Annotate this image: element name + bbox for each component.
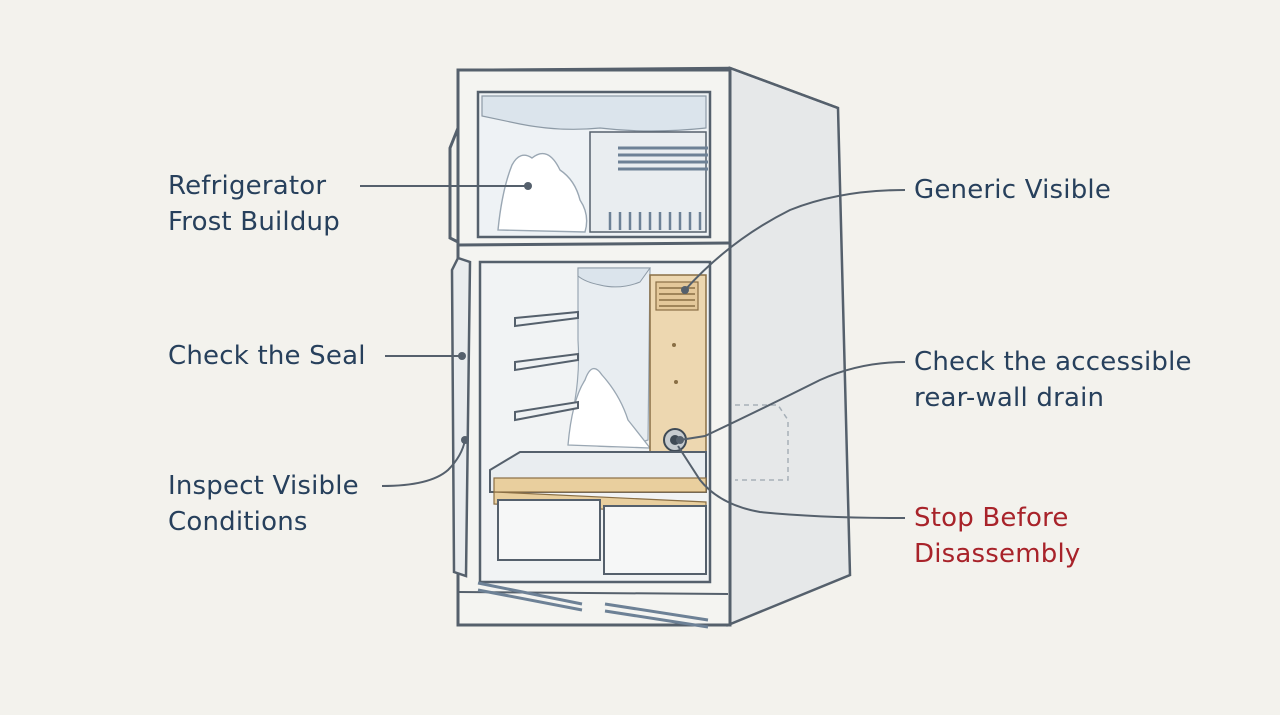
callout-check-seal: Check the Seal bbox=[168, 338, 366, 374]
callout-frost-line-1: Refrigerator bbox=[168, 171, 327, 201]
callout-generic-line-1: Generic Visible bbox=[914, 175, 1112, 205]
leader-dot-generic bbox=[681, 286, 689, 294]
base-line bbox=[457, 591, 729, 595]
rear-drain-hose-outline bbox=[735, 404, 789, 481]
freezer-upper-vent bbox=[618, 146, 708, 171]
leader-generic bbox=[684, 189, 906, 291]
cabinet-side bbox=[726, 66, 852, 627]
callout-frost-line-2: Frost Buildup bbox=[168, 207, 340, 237]
callout-stop-line-1: Stop Before bbox=[914, 503, 1069, 533]
cabinet-top bbox=[457, 66, 839, 110]
freezer-frost-buildup bbox=[497, 152, 588, 233]
callout-stop-before-disassembly: Stop Before Disassembly bbox=[914, 500, 1080, 572]
callout-seal-line-1: Check the Seal bbox=[168, 341, 366, 371]
leader-dot-frost bbox=[524, 182, 532, 190]
fresh-door-edge bbox=[450, 256, 472, 578]
callout-inspect-line-2: Conditions bbox=[168, 507, 308, 537]
panel-screw-1 bbox=[672, 343, 676, 347]
freezer-frost-ceiling bbox=[481, 95, 707, 132]
bottom-grille bbox=[477, 581, 709, 629]
callout-drain-line-1: Check the accessible bbox=[914, 347, 1192, 377]
leader-drain bbox=[679, 361, 906, 441]
callout-inspect-conditions: Inspect Visible Conditions bbox=[168, 468, 359, 540]
leader-inspect bbox=[381, 439, 466, 487]
panel-screw-2 bbox=[674, 380, 678, 384]
leader-dot-drain bbox=[676, 436, 684, 444]
compartment-divider bbox=[457, 241, 731, 247]
callout-frost-buildup: Refrigerator Frost Buildup bbox=[168, 168, 340, 240]
callout-stop-line-2: Disassembly bbox=[914, 539, 1081, 569]
shelf-rails bbox=[514, 310, 579, 422]
frost-mound bbox=[567, 368, 652, 449]
callout-inspect-line-1: Inspect Visible bbox=[168, 471, 359, 501]
frost-drip bbox=[577, 267, 651, 288]
shelf-front-accent bbox=[493, 477, 707, 493]
callout-drain-line-2: rear-wall drain bbox=[914, 383, 1105, 413]
callout-rear-wall-drain: Check the accessible rear-wall drain bbox=[914, 344, 1192, 416]
freezer-lower-vent bbox=[608, 212, 702, 230]
freezer-door-edge bbox=[448, 127, 460, 244]
leader-dot-inspect bbox=[461, 436, 469, 444]
leader-dot-seal bbox=[458, 352, 466, 360]
callout-generic-visible: Generic Visible bbox=[914, 172, 1111, 208]
crisper-drawer-right bbox=[603, 505, 707, 575]
crisper-drawer-left bbox=[497, 499, 601, 561]
leader-stop bbox=[677, 445, 906, 519]
